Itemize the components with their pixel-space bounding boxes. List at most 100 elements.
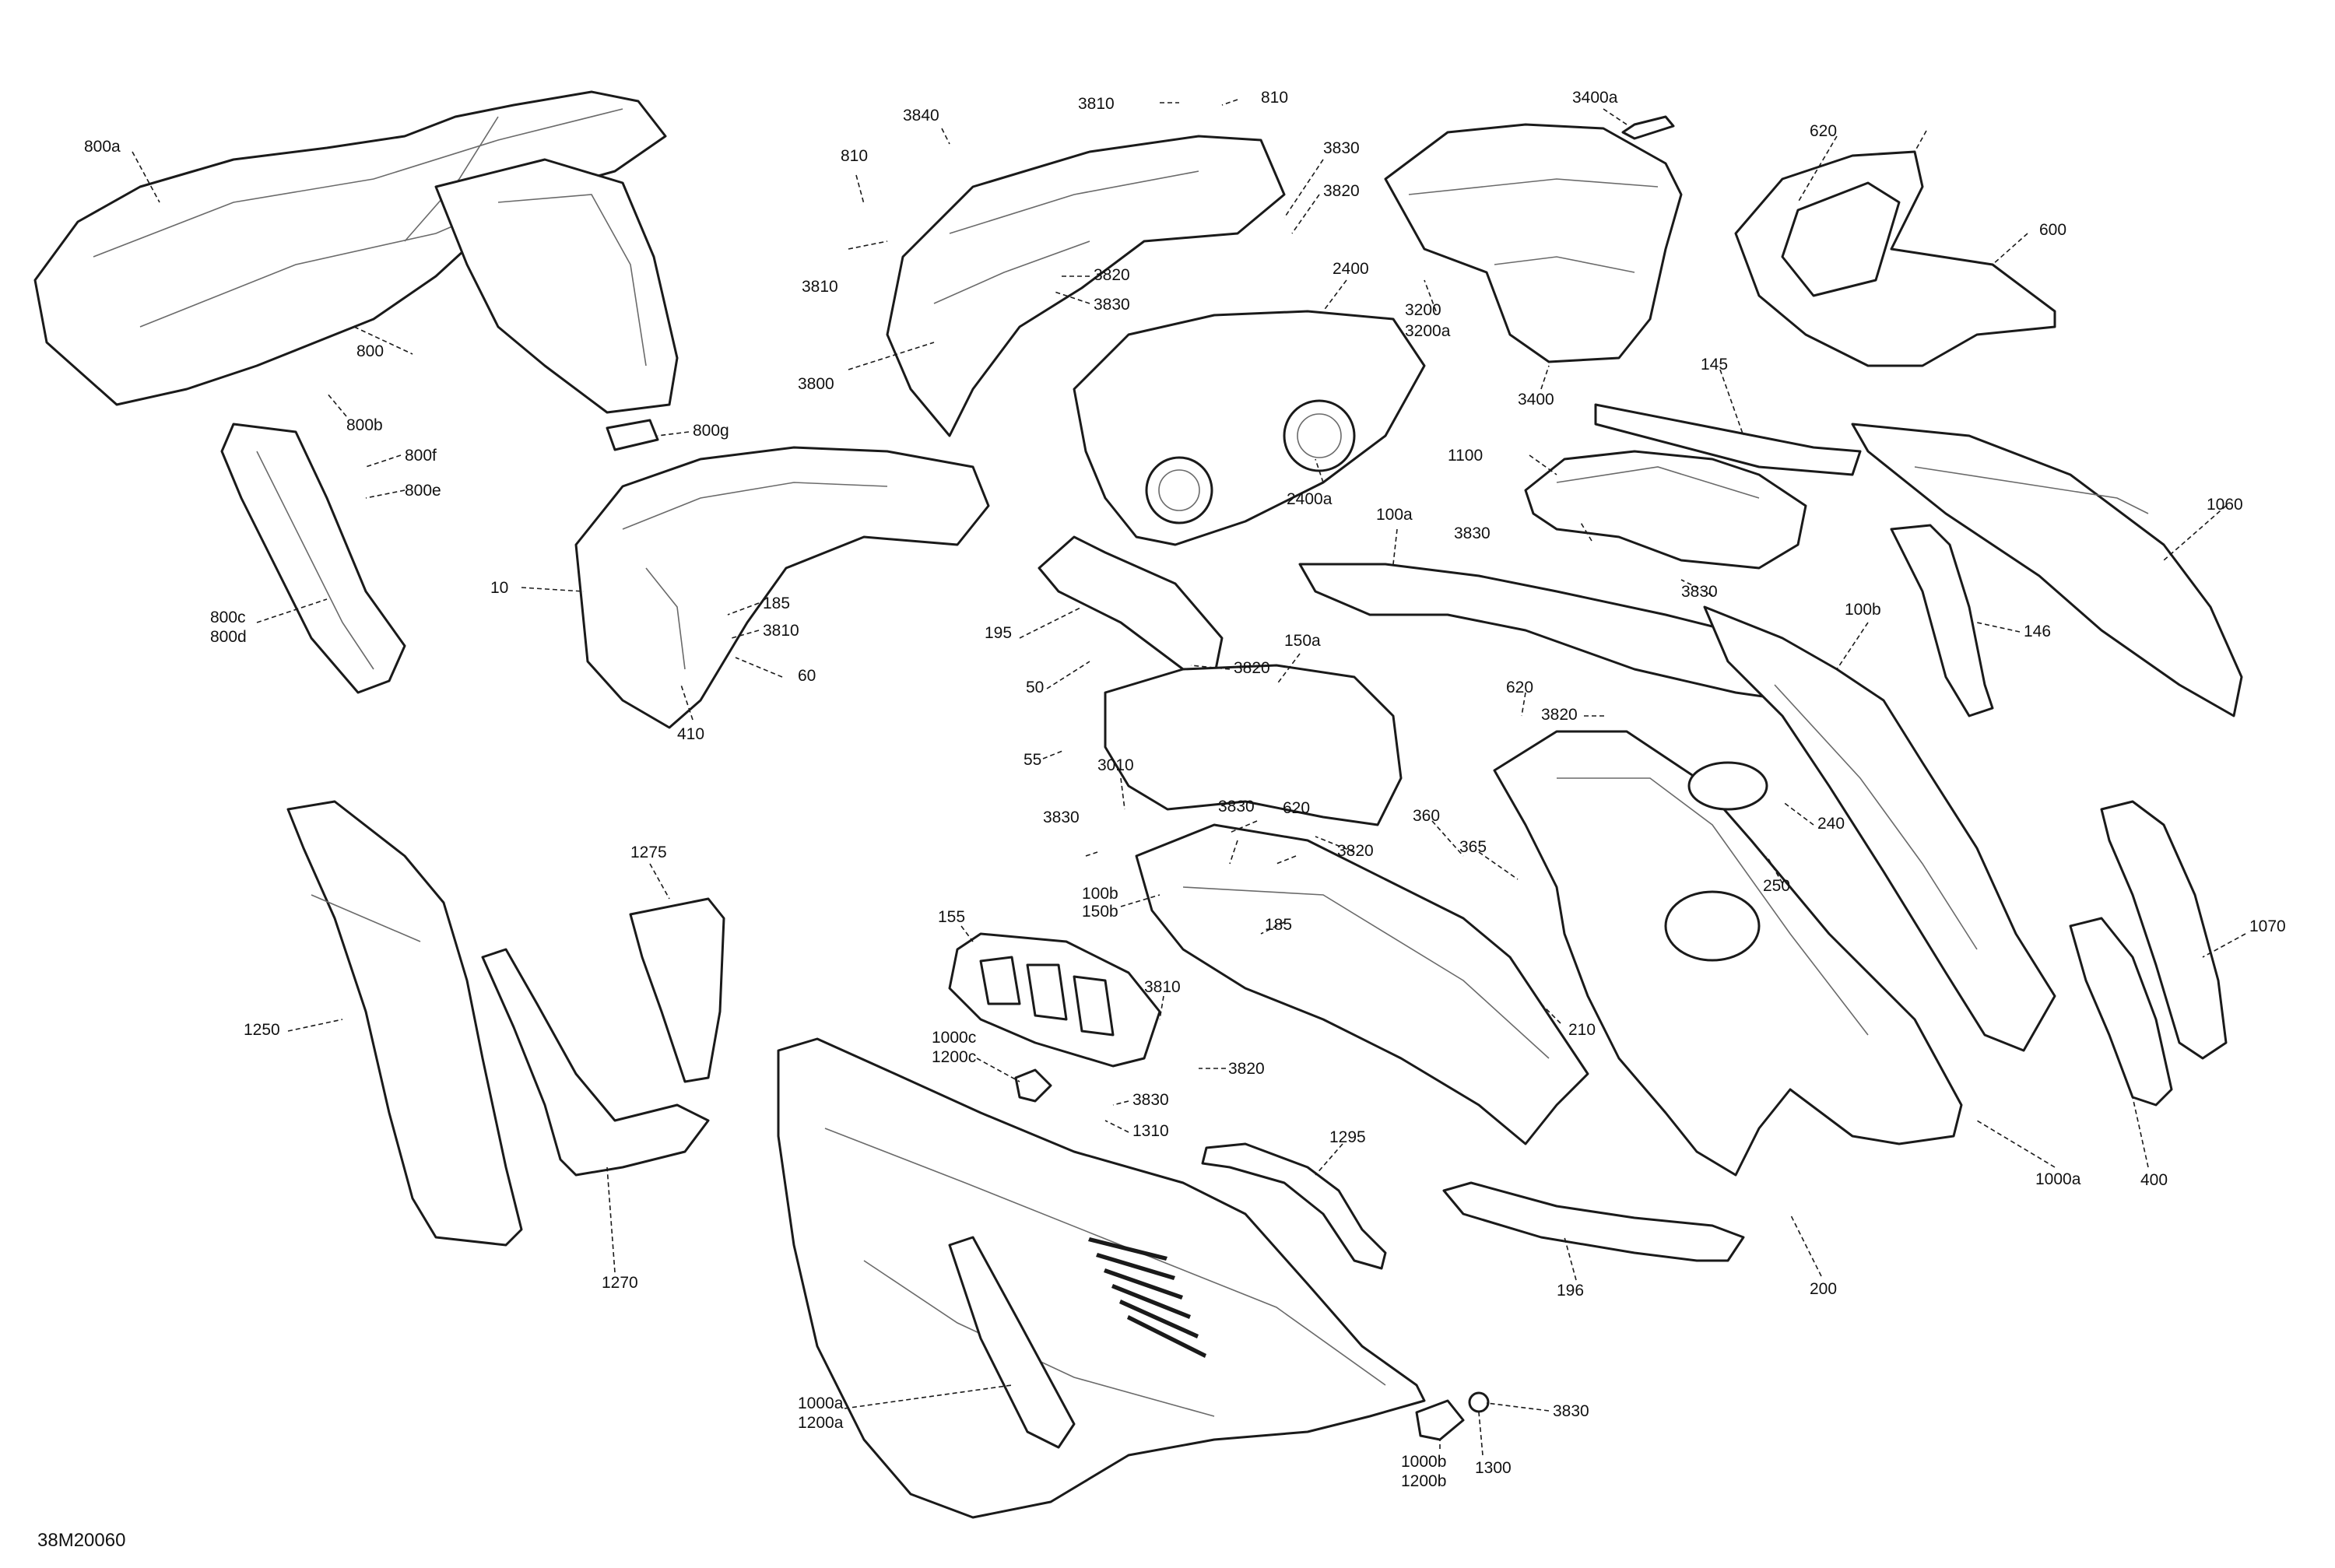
callout-label: 60	[798, 667, 816, 685]
diagram-code: 38M20060	[37, 1530, 125, 1551]
callout-label: 1200a	[798, 1414, 844, 1432]
callout-label: 100b	[1082, 885, 1118, 903]
callout-label: 1295	[1329, 1128, 1366, 1146]
callout-label: 150b	[1082, 903, 1118, 921]
callout-label: 196	[1557, 1282, 1584, 1300]
part-146-cover	[1890, 524, 1994, 717]
part-196-lower-cover	[1442, 1181, 1745, 1262]
callout-label: 3820	[1337, 842, 1374, 860]
callout-label: 3830	[1132, 1091, 1169, 1109]
part-600-gauge-housing	[1734, 150, 2056, 367]
callout-label: 150a	[1284, 632, 1321, 650]
part-3400a-strap	[1621, 115, 1675, 140]
callout-label: 100b	[1845, 601, 1881, 619]
callout-label: 2400a	[1287, 490, 1333, 508]
callout-label: 3820	[1094, 266, 1130, 284]
callout-label: 3830	[1681, 583, 1718, 601]
callout-label: 800e	[405, 482, 441, 500]
callout-label: 1250	[244, 1021, 280, 1039]
callout-label: 185	[1265, 916, 1292, 934]
leader-lines	[132, 99, 2246, 1456]
callout-label: 3820	[1234, 659, 1270, 677]
callout-label: 3800	[798, 375, 834, 393]
callout-label: 365	[1459, 838, 1487, 856]
callout-label: 146	[2024, 623, 2051, 640]
part-1100-tail-light	[1524, 450, 1807, 570]
callout-label: 185	[763, 595, 790, 612]
callout-label: 3810	[802, 278, 838, 296]
callout-label: 3010	[1097, 756, 1134, 774]
callout-label: 3810	[1144, 978, 1181, 996]
callout-label: 3830	[1553, 1402, 1589, 1420]
callout-label: 145	[1701, 356, 1728, 374]
callout-label: 3810	[763, 622, 799, 640]
part-10-headlight-housing	[574, 446, 990, 729]
callout-label: 3820	[1541, 706, 1578, 724]
part-1000b-knob	[1415, 1391, 1490, 1441]
callout-label: 55	[1024, 751, 1041, 769]
callout-label: 600	[2039, 221, 2066, 239]
callout-labels: 800a 800 800b 800g 800f 800e 800c 800d 1…	[84, 89, 2286, 1490]
callout-label: 3820	[1228, 1060, 1265, 1078]
part-800g-pad	[606, 419, 659, 451]
callout-label: 1000b	[1401, 1453, 1446, 1471]
part-155-vent	[948, 932, 1161, 1068]
part-1000c-clip	[1014, 1068, 1052, 1103]
callout-label: 1070	[2249, 917, 2286, 935]
part-1070-trim	[2100, 800, 2228, 1060]
callout-label: 800d	[210, 628, 247, 646]
callout-label: 1275	[630, 844, 667, 861]
callout-label: 1000a	[2035, 1170, 2081, 1188]
part-3400-storage-bin	[1384, 123, 1683, 363]
callout-label: 3830	[1323, 139, 1360, 157]
callout-label: 3830	[1454, 524, 1491, 542]
callout-label: 810	[1261, 89, 1288, 107]
callout-label: 800b	[346, 416, 383, 434]
part-1295-trim	[1201, 1142, 1387, 1270]
callout-label: 620	[1506, 679, 1533, 696]
callout-label: 210	[1568, 1021, 1596, 1039]
callout-label: 410	[677, 725, 704, 743]
callout-label: 10	[490, 579, 508, 597]
callout-label: 50	[1026, 679, 1044, 696]
callout-label: 3830	[1094, 296, 1130, 314]
callout-label: 100a	[1376, 506, 1413, 524]
part-150a-side-panel	[1104, 664, 1403, 826]
callout-label: 1000c	[932, 1029, 976, 1047]
part-1250-panel	[286, 800, 523, 1247]
callout-label: 195	[985, 624, 1012, 642]
part-100b-tunnel-side	[1703, 605, 2056, 1052]
callout-label: 1000a	[798, 1394, 844, 1412]
part-3800-upper-nose	[886, 135, 1286, 437]
part-1275-pad	[629, 897, 725, 1083]
part-1060-side-panel	[1851, 423, 2243, 717]
callout-label: 1200b	[1401, 1472, 1446, 1490]
callout-label: 800c	[210, 609, 246, 626]
callout-label: 200	[1810, 1280, 1837, 1298]
callout-label: 240	[1817, 815, 1845, 833]
callout-label: 1060	[2207, 496, 2243, 514]
callout-label: 1270	[602, 1274, 638, 1292]
callout-label: 3840	[903, 107, 939, 125]
callout-label: 3830	[1218, 798, 1255, 816]
part-150b-lower-side-panel	[1135, 823, 1589, 1145]
callout-label: 2400	[1333, 260, 1369, 278]
callout-label: 800g	[693, 422, 729, 440]
callout-label: 3820	[1323, 182, 1360, 200]
callout-label: 3200a	[1405, 322, 1451, 340]
callout-label: 3200	[1405, 301, 1441, 319]
callout-label: 800f	[405, 447, 437, 465]
callout-label: 3400a	[1572, 89, 1618, 107]
part-800-side-panel	[434, 158, 679, 414]
callout-label: 800	[356, 342, 384, 360]
part-1000a-lower-side-panel	[777, 1037, 1426, 1519]
callout-label: 800a	[84, 138, 121, 156]
callout-label: 400	[2140, 1171, 2168, 1189]
part-145-trim-strip	[1594, 403, 1862, 476]
callout-label: 3400	[1518, 391, 1554, 409]
part-400-handle	[2069, 917, 2173, 1107]
callout-label: 1100	[1448, 447, 1483, 465]
callout-label: 1300	[1475, 1459, 1512, 1477]
callout-label: 620	[1810, 122, 1837, 140]
